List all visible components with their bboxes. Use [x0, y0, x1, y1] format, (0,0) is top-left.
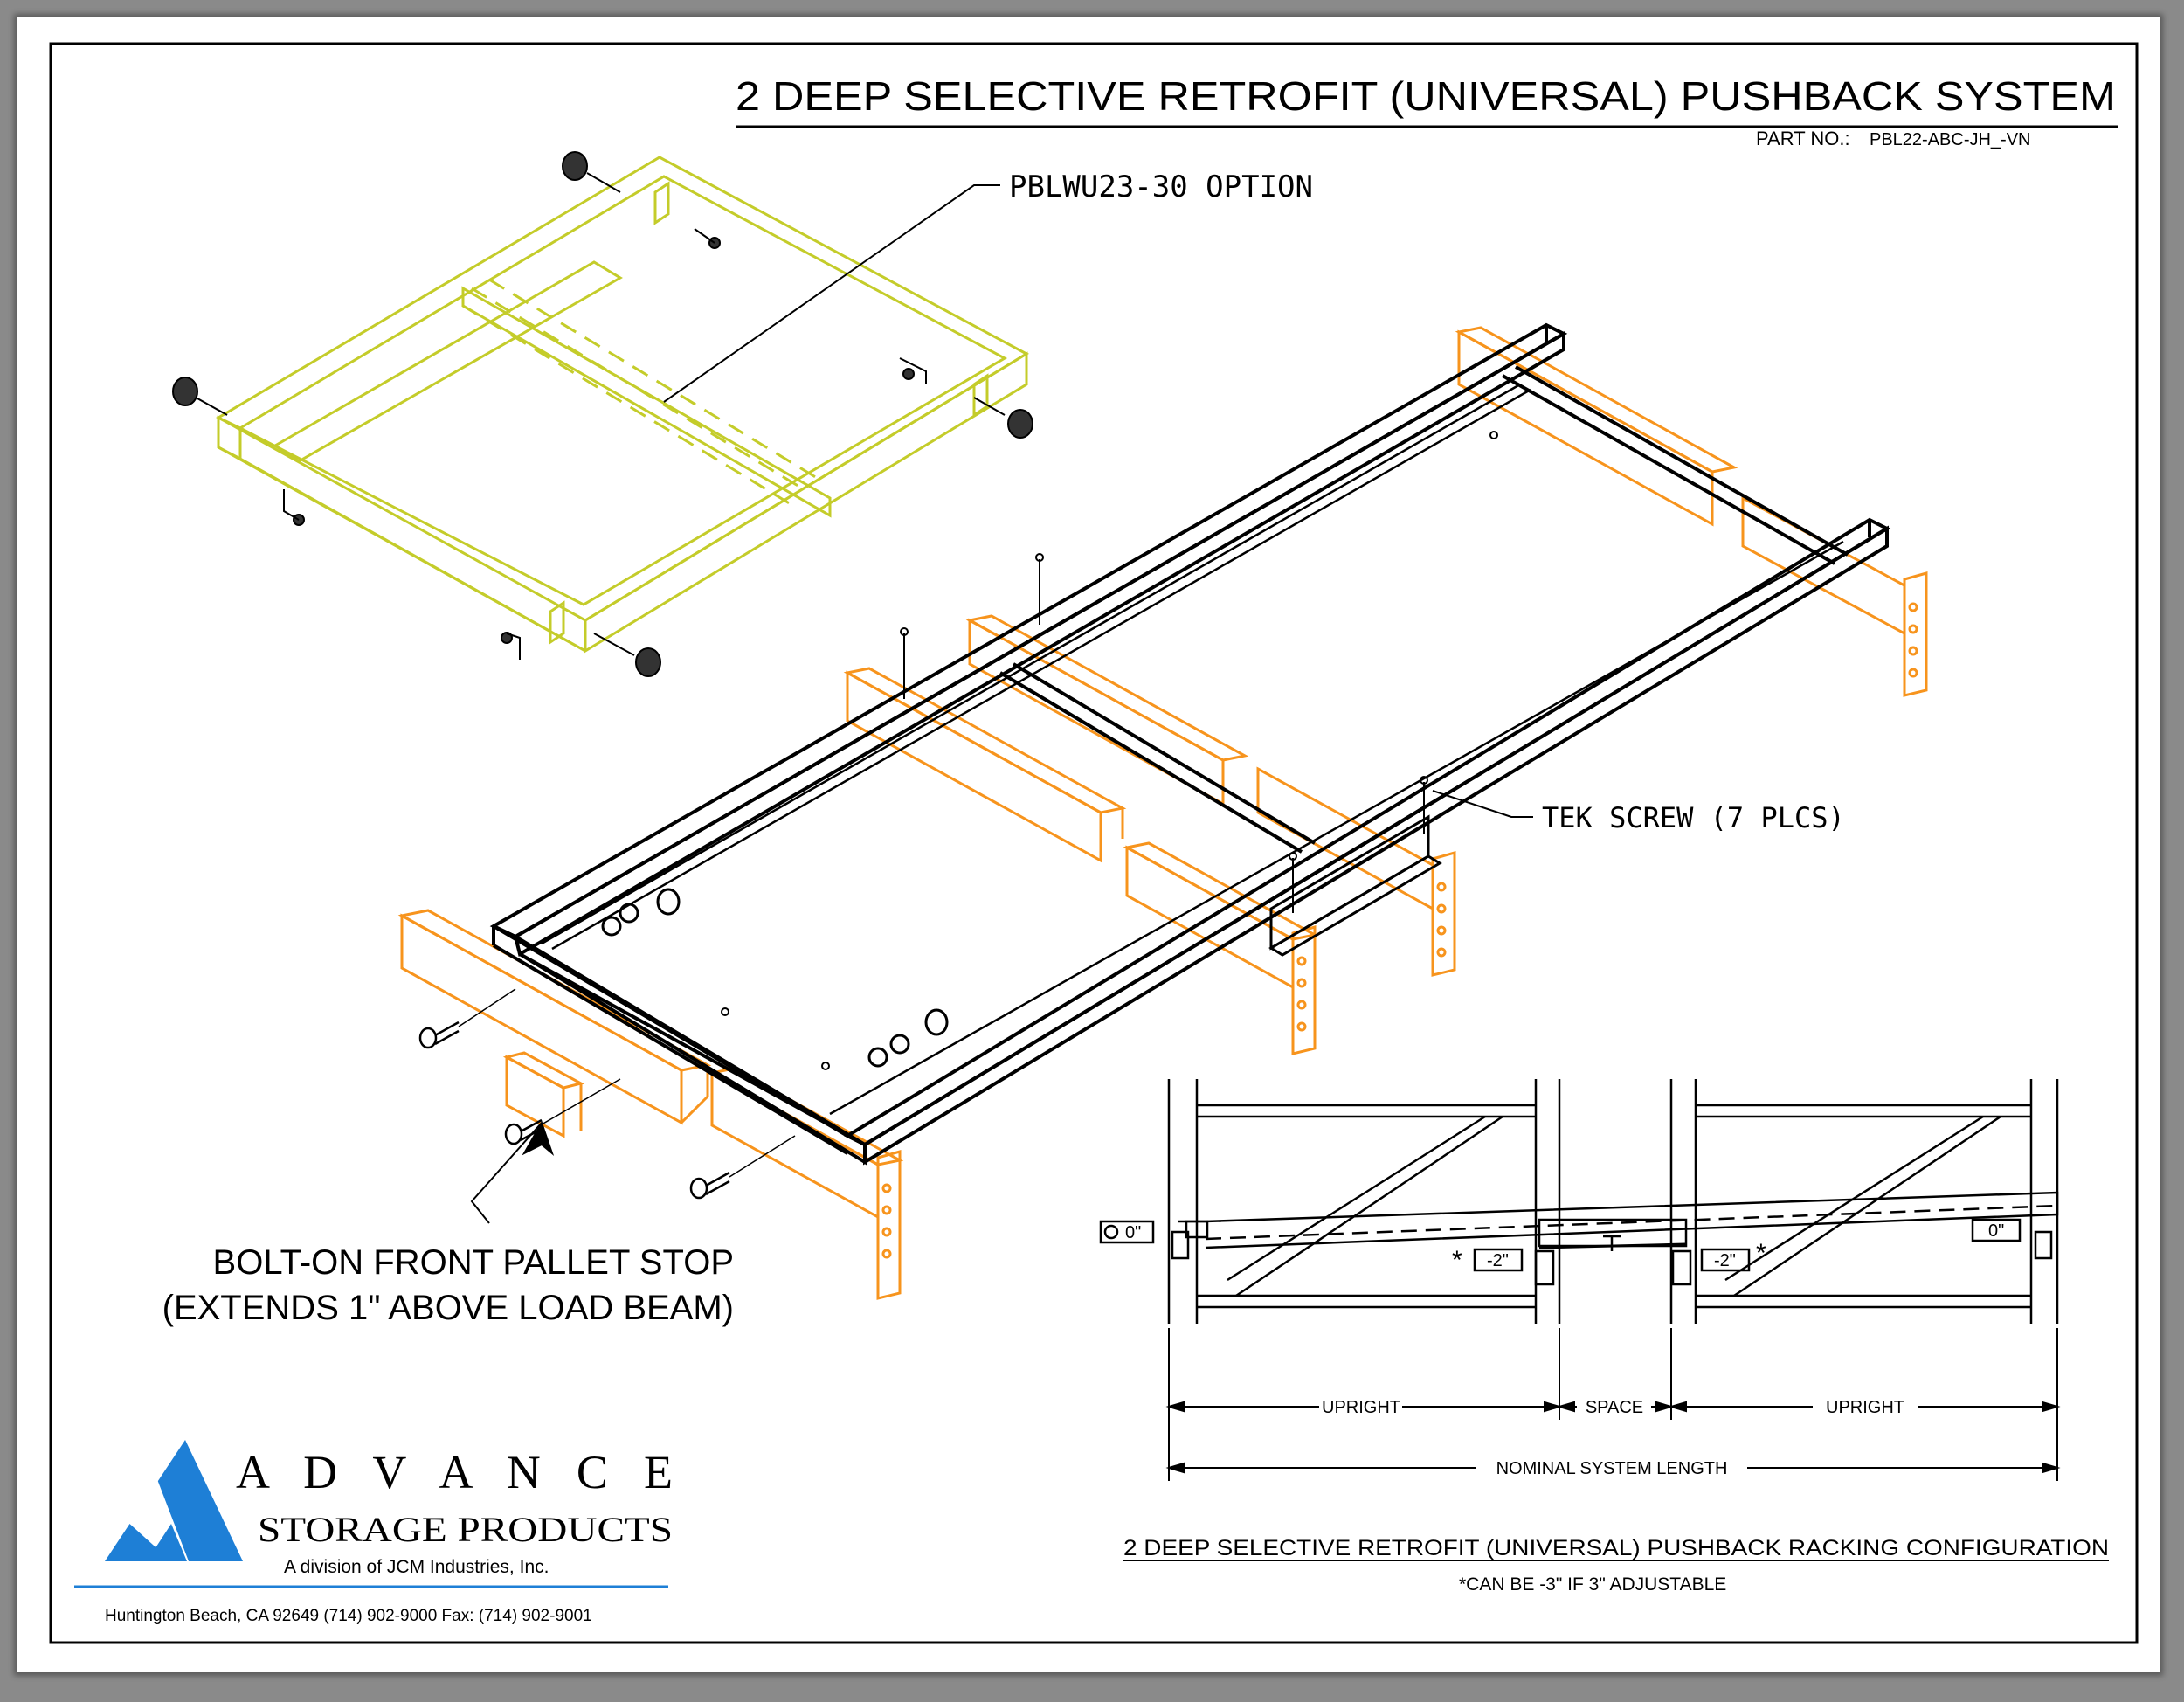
tek-screw-leader	[1432, 790, 1533, 818]
dim-upright-left: UPRIGHT	[1322, 1398, 1400, 1417]
upright-frame-left	[1167, 1079, 1561, 1324]
right-rail	[843, 517, 1891, 1166]
elevation-view	[1099, 1079, 2061, 1481]
leaders	[470, 184, 1533, 1224]
offset-label-mid-left: -2"	[1487, 1251, 1509, 1270]
load-beam-mid-right-2	[1256, 766, 1456, 977]
offset-label-right: 0"	[1988, 1221, 2004, 1241]
asterisk-left: *	[1452, 1246, 1462, 1275]
dim-upright-right: UPRIGHT	[1826, 1398, 1904, 1417]
cart-option	[215, 156, 1030, 654]
load-beam-mid-left	[843, 667, 1127, 863]
offset-boxes	[1099, 1218, 2022, 1272]
dimension-lines	[1165, 1328, 2061, 1481]
pallet-stop-leader	[470, 1122, 543, 1224]
option-callout: PBLWU23-30 OPTION	[1009, 170, 1313, 204]
dim-total: NOMINAL SYSTEM LENGTH	[1496, 1459, 1728, 1478]
load-beam-front	[397, 909, 712, 1125]
front-cross-member	[492, 924, 867, 1166]
cart-wheel-1	[562, 151, 588, 181]
bolt-line-1	[458, 988, 516, 1027]
bolt-line-3	[729, 1135, 796, 1178]
tek-screw-callout: TEK SCREW (7 PLCS)	[1542, 801, 1845, 834]
load-beams	[397, 326, 1928, 1300]
front-pallet-stop	[502, 1051, 585, 1138]
fasteners	[418, 431, 1498, 1200]
inner-track-right	[829, 540, 1844, 1116]
offset-label-mid-right: -2"	[1714, 1251, 1736, 1270]
option-leader	[663, 184, 1000, 403]
dim-space: SPACE	[1586, 1398, 1643, 1417]
cart-wheel-4	[635, 647, 661, 677]
load-beam-front-right	[708, 1067, 904, 1300]
part-number-label: PART NO.:	[1756, 128, 1850, 149]
sloped-rails	[1178, 1191, 2059, 1251]
inner-track-left	[541, 383, 1531, 951]
offset-label-left: 0"	[1125, 1223, 1141, 1242]
bolt-line-2	[541, 1078, 621, 1125]
company-subname: STORAGE PRODUCTS	[258, 1510, 673, 1549]
cart-axle-lines	[197, 172, 1006, 660]
wheels-front	[601, 888, 949, 1068]
drawing-sheet: 2 DEEP SELECTIVE RETROFIT (UNIVERSAL) PU…	[17, 17, 2160, 1672]
bolt-3	[689, 1171, 730, 1200]
cart-wheel-2	[172, 377, 198, 406]
sheet-border	[49, 42, 2139, 1644]
bolt-1	[418, 1021, 460, 1049]
cart-brackets	[549, 181, 989, 645]
bracket-angle	[1268, 814, 1442, 957]
part-number: PBL22-ABC-JH_-VN	[1870, 130, 2031, 149]
load-beam-rear-left	[1455, 326, 1738, 527]
load-beam-rear-right	[1741, 495, 1928, 697]
beam-clips	[1171, 1220, 2053, 1286]
technical-drawing: 2 DEEP SELECTIVE RETROFIT (UNIVERSAL) PU…	[49, 42, 2139, 1644]
company-address: Huntington Beach, CA 92649 (714) 902-900…	[105, 1607, 592, 1625]
rear-cross-member	[1502, 365, 1849, 565]
adjustable-note: *CAN BE -3" IF 3" ADJUSTABLE	[1459, 1574, 1726, 1595]
asterisk-right: *	[1756, 1239, 1766, 1268]
drawing-title: 2 DEEP SELECTIVE RETROFIT (UNIVERSAL) PU…	[736, 73, 2116, 119]
mid-cross-member	[999, 662, 1317, 854]
pallet-stop-callout-line-1: BOLT-ON FRONT PALLET STOP	[213, 1243, 734, 1282]
company-logo	[105, 1440, 243, 1561]
upright-frame-right	[1669, 1079, 2059, 1324]
elevation-caption: 2 DEEP SELECTIVE RETROFIT (UNIVERSAL) PU…	[1123, 1536, 2109, 1560]
pallet-stop-arrow	[522, 1120, 555, 1157]
pallet-stop-callout-line-2: (EXTENDS 1" ABOVE LOAD BEAM)	[162, 1289, 734, 1327]
company-division: A division of JCM Industries, Inc.	[284, 1557, 549, 1577]
cart-wheel-3	[1007, 409, 1033, 439]
tek-screws	[721, 431, 1498, 1070]
cart-wheels	[172, 151, 1033, 677]
company-name: A D V A N C E	[236, 1446, 673, 1498]
pushback-frame	[489, 322, 1891, 1166]
